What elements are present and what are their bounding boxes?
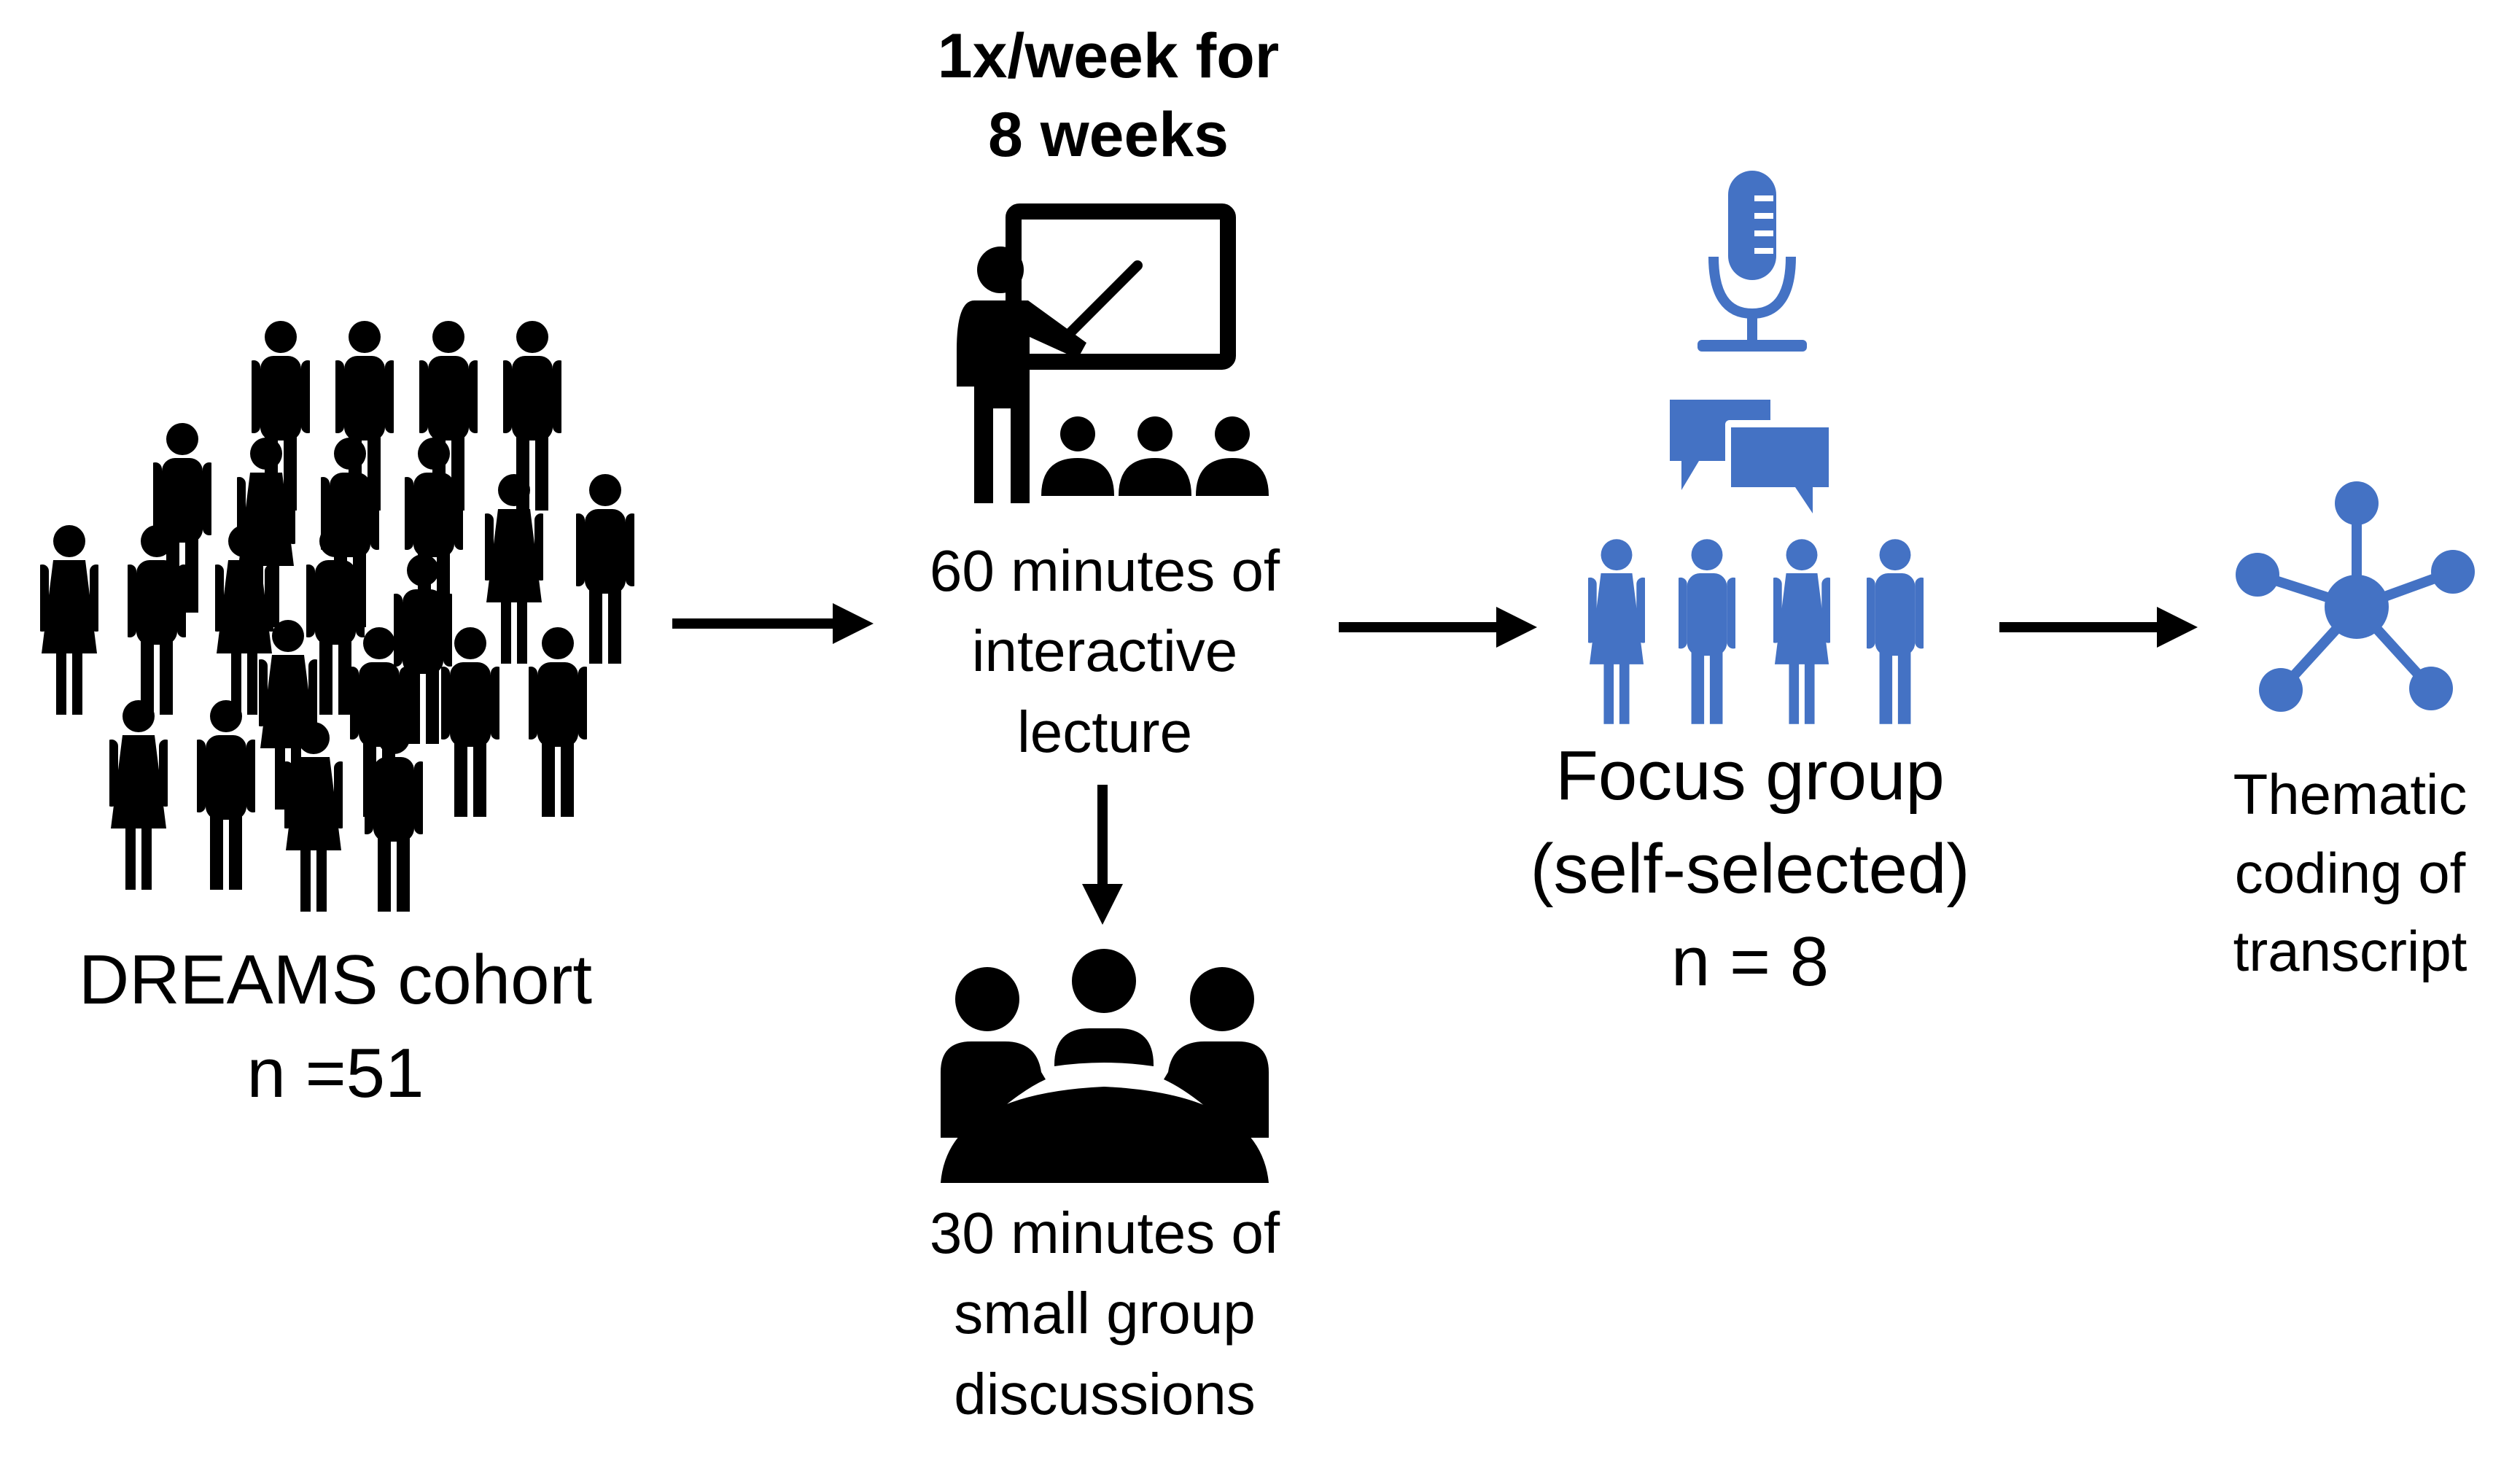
group-icon — [1588, 539, 1924, 724]
cohort-count: n =51 — [246, 1033, 424, 1112]
network-hub-icon — [2236, 481, 2475, 712]
chat-bubbles-icon — [1670, 400, 1832, 513]
cohort-label: DREAMS cohort n =51 — [0, 934, 671, 1119]
focus-group-count: n = 8 — [1671, 923, 1829, 1001]
coding-label: Thematic coding of transcript — [2233, 762, 2468, 984]
focus-group-name: Focus group — [1555, 737, 1945, 815]
focus-group-qualifier: (self-selected) — [1530, 829, 1970, 908]
frequency-label: 1x/week for 8 weeks — [937, 21, 1280, 170]
cohort-name: DREAMS cohort — [78, 941, 593, 1019]
discussion-label: 30 minutes of small group discussions — [929, 1200, 1280, 1427]
meeting-table-icon — [941, 949, 1269, 1183]
crowd-icon — [40, 321, 634, 912]
microphone-icon — [1698, 171, 1807, 352]
focus-group-label: Focus group (self-selected) n = 8 — [1444, 729, 2056, 1009]
lecture-label: 60 minutes of interactive lecture — [929, 538, 1280, 764]
presenter-icon — [957, 203, 1269, 503]
